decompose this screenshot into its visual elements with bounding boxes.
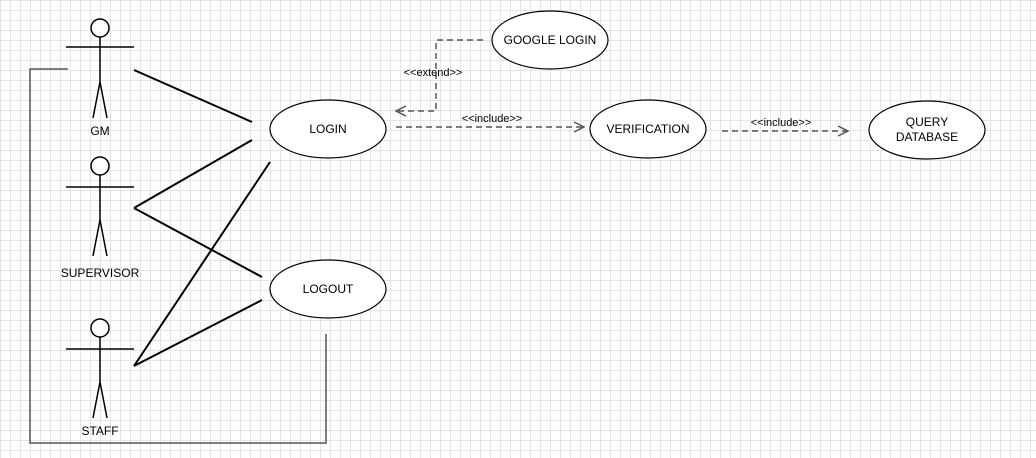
actor-staff-label: STAFF [81,424,118,438]
actor-staff-head [90,318,110,338]
assoc-staff-login[interactable] [133,161,271,367]
extend-label: <<extend>> [404,67,463,79]
actor-supervisor-label: SUPERVISOR [61,266,140,280]
assoc-supervisor-login[interactable] [133,139,253,209]
usecase-query-database[interactable]: QUERY DATABASE [868,100,986,160]
actor-staff[interactable] [66,318,134,419]
assoc-supervisor-logout[interactable] [133,207,263,278]
usecase-query-database-label-line2: DATABASE [896,130,958,144]
assoc-staff-logout[interactable] [133,299,263,367]
extend-arrow[interactable] [396,39,483,111]
usecase-verification-label: VERIFICATION [606,122,689,136]
usecase-logout[interactable]: LOGOUT [269,259,387,319]
assoc-gm-login[interactable] [133,69,253,123]
usecase-login[interactable]: LOGIN [269,99,387,159]
usecase-google-login[interactable]: GOOGLE LOGIN [491,10,609,70]
actor-supervisor-head [90,156,110,176]
usecase-logout-label: LOGOUT [303,282,354,296]
actor-gm[interactable] [66,18,134,119]
actor-supervisor[interactable] [66,156,134,257]
usecase-verification[interactable]: VERIFICATION [589,99,707,159]
usecase-google-login-label: GOOGLE LOGIN [504,33,597,47]
include-label-verification-query: <<include>> [751,117,812,129]
actor-gm-head [90,18,110,38]
actor-gm-label: GM [90,124,109,138]
usecase-query-database-label-line1: QUERY [906,115,948,129]
usecase-login-label: LOGIN [309,122,346,136]
include-label-login-verification: <<include>> [462,113,523,125]
boundary-connector[interactable] [29,68,327,444]
